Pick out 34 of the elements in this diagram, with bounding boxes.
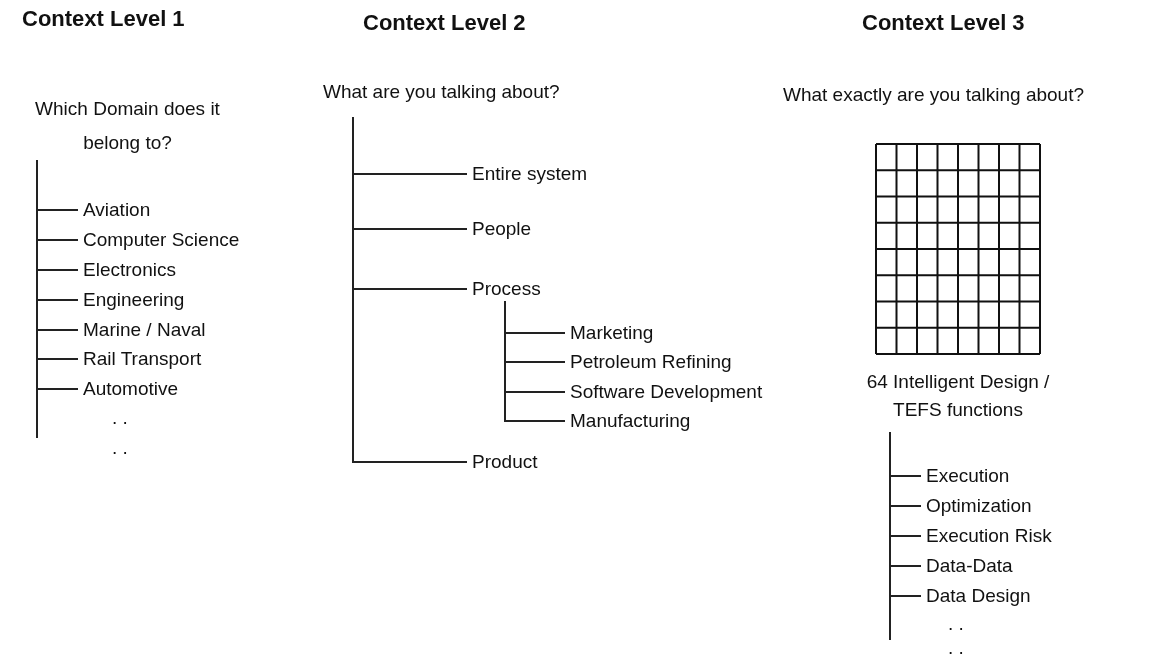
column-heading: Context Level 2 [363,10,526,36]
tree-item: Data Design [926,584,1031,608]
tree-item: Electronics [83,258,176,282]
tree-item: Optimization [926,494,1032,518]
column-heading: Context Level 1 [22,6,185,32]
tree-item: Rail Transport [83,347,202,371]
tree-item: Data-Data [926,554,1013,578]
question-text: What exactly are you talking about? [783,83,1084,107]
tree-item: People [472,217,532,241]
tree-item: Execution Risk [926,524,1052,548]
question-text: 64 Intelligent Design / TEFS functions [848,368,1068,426]
grid-drawing [875,143,1041,355]
ellipsis: . . [112,408,128,428]
tree-item: Marine / Naval [83,318,206,342]
ellipsis: . . [948,638,964,658]
ellipsis: . . [112,438,128,458]
tree-item: Automotive [83,377,179,401]
tree-branch-line [352,116,468,463]
tree-item: Entire system [472,162,588,186]
tree-item: Petroleum Refining [570,350,732,374]
tree-branch-line [504,300,566,422]
tree-item: Aviation [83,198,151,222]
tree-item: Manufacturing [570,409,691,433]
question-text: What are you talking about? [323,80,560,104]
tree-item: Engineering [83,288,185,312]
tree-item: Execution [926,464,1010,488]
tree-item: Product [472,450,538,474]
tree-item: Computer Science [83,228,240,252]
question-text: Which Domain does it belong to? [10,92,245,160]
column-heading: Context Level 3 [862,10,1025,36]
ellipsis: . . [948,614,964,634]
tree-item: Process [472,277,541,301]
tree-item: Marketing [570,321,654,345]
tree-item: Software Development [570,380,763,404]
